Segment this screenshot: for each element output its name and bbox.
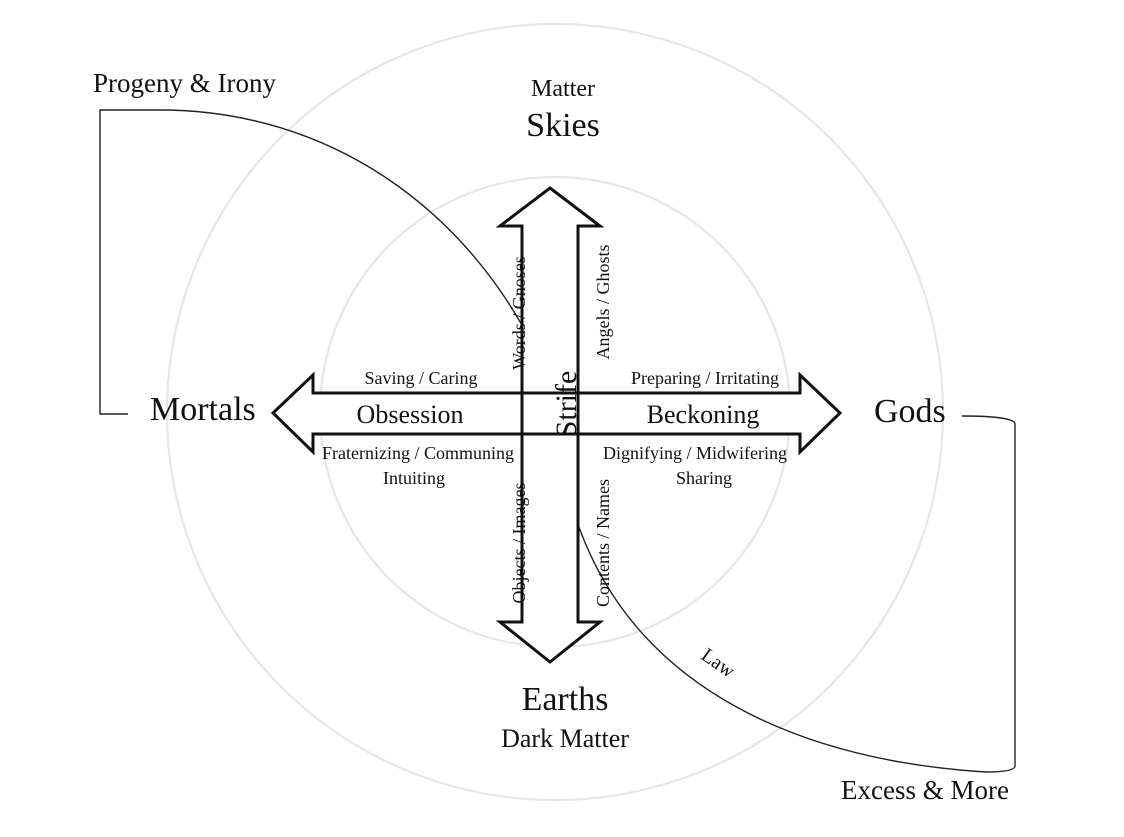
label-words-gnoses: Words / Gnoses bbox=[509, 256, 529, 370]
label-beckoning: Beckoning bbox=[647, 400, 760, 429]
label-obsession: Obsession bbox=[357, 400, 464, 429]
label-fraternizing-communing: Fraternizing / Communing bbox=[322, 443, 514, 463]
label-angels-ghosts: Angels / Ghosts bbox=[593, 244, 613, 359]
label-preparing-irritating: Preparing / Irritating bbox=[631, 368, 779, 388]
label-objects-images: Objects / Images bbox=[509, 483, 529, 604]
label-dark-matter: Dark Matter bbox=[501, 724, 629, 753]
label-skies: Skies bbox=[526, 107, 600, 144]
label-intuiting: Intuiting bbox=[383, 468, 445, 488]
label-matter: Matter bbox=[531, 76, 595, 102]
label-law: Law bbox=[697, 644, 739, 683]
label-strife: Strife bbox=[550, 371, 583, 438]
label-sharing: Sharing bbox=[676, 468, 732, 488]
label-contents-names: Contents / Names bbox=[593, 479, 613, 607]
horizontal-double-arrow bbox=[270, 371, 843, 456]
label-earths: Earths bbox=[522, 681, 609, 718]
label-gods: Gods bbox=[874, 393, 946, 430]
label-mortals: Mortals bbox=[150, 391, 256, 428]
label-dignifying-midwifering: Dignifying / Midwifering bbox=[603, 443, 787, 463]
label-progeny-irony: Progeny & Irony bbox=[93, 68, 276, 98]
law-arc-connector bbox=[99, 109, 1016, 773]
label-saving-caring: Saving / Caring bbox=[365, 368, 478, 388]
label-excess-more: Excess & More bbox=[841, 775, 1009, 805]
outer-guide-circle bbox=[165, 22, 945, 802]
